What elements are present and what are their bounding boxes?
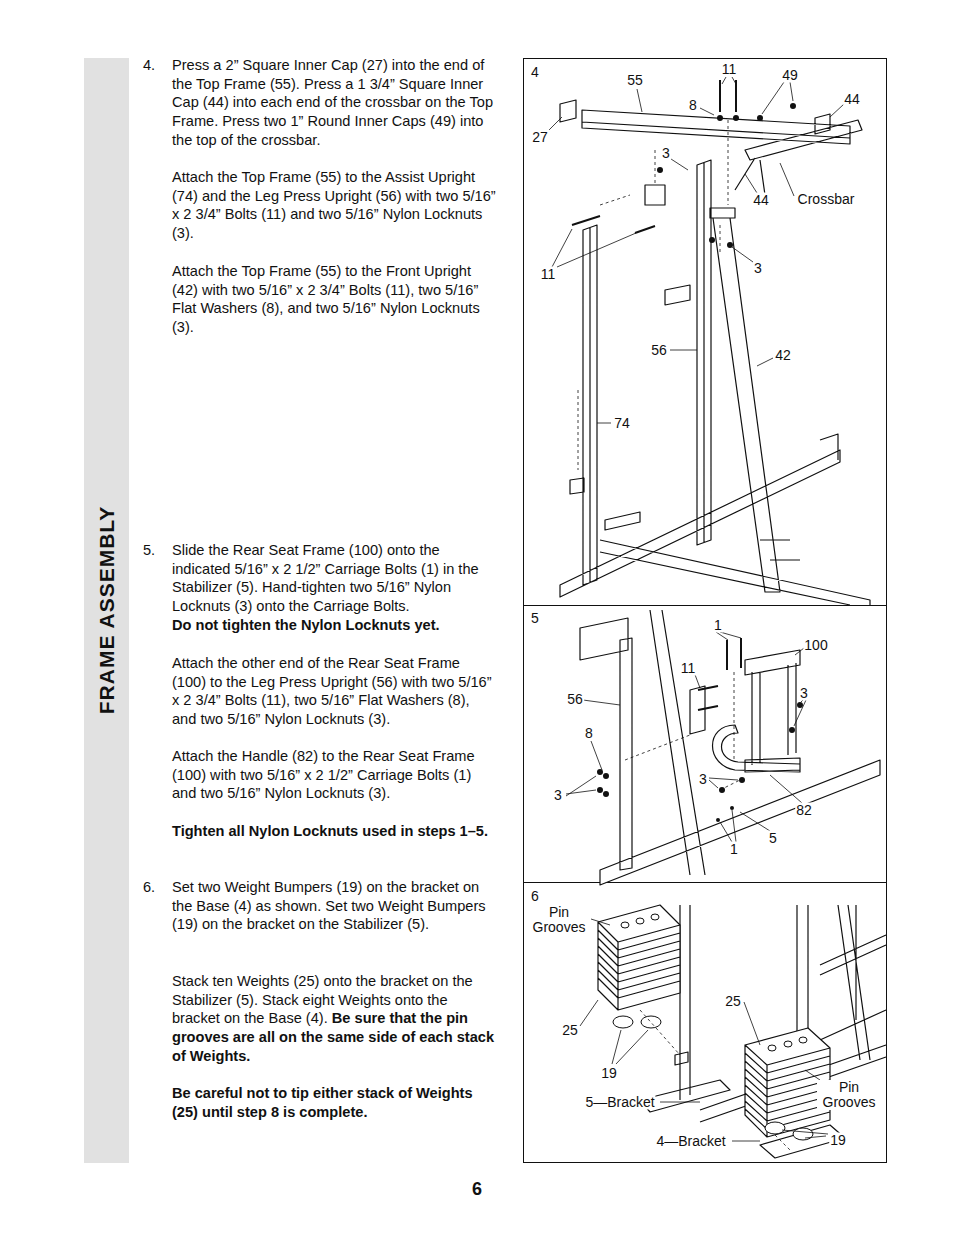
callout-number: 82 bbox=[795, 803, 813, 818]
figure-number: 5 bbox=[530, 611, 540, 626]
instruction-paragraph: Tighten all Nylon Locknuts used in steps… bbox=[172, 822, 497, 841]
warning-text: Be careful not to tip either stack of We… bbox=[172, 1085, 473, 1120]
callout-number: 56 bbox=[650, 343, 668, 358]
instruction-paragraph: Press a 2” Square Inner Cap (27) into th… bbox=[172, 56, 497, 150]
callout-number: 1 bbox=[729, 842, 739, 857]
section-title: FRAME ASSEMBLY bbox=[95, 506, 119, 714]
callout-number: 5 bbox=[768, 831, 778, 846]
callout-number: 19 bbox=[829, 1133, 847, 1148]
callout-number: 55 bbox=[626, 73, 644, 88]
instruction-paragraph: Attach the Handle (82) to the Rear Seat … bbox=[172, 747, 497, 803]
callout-number: 8 bbox=[584, 726, 594, 741]
sidebar-band bbox=[84, 58, 129, 1163]
callout-number: 56 bbox=[566, 692, 584, 707]
page-number: 6 bbox=[472, 1179, 482, 1200]
callout-number: 25 bbox=[724, 994, 742, 1009]
part-label: Pin Grooves bbox=[817, 1080, 881, 1110]
figure-number: 6 bbox=[530, 889, 540, 904]
instruction-text: Attach the Top Frame (55) to the Front U… bbox=[172, 263, 480, 335]
callout-number: 19 bbox=[600, 1066, 618, 1081]
instruction-paragraph: Slide the Rear Seat Frame (100) onto the… bbox=[172, 541, 497, 635]
leader-lines bbox=[580, 919, 828, 1141]
part-label: 4—Bracket bbox=[655, 1134, 726, 1149]
alignment-dashes bbox=[578, 120, 728, 470]
step-number: 5. bbox=[143, 541, 155, 560]
instruction-paragraph: Set two Weight Bumpers (19) on the brack… bbox=[172, 878, 497, 934]
instruction-paragraph: Attach the Top Frame (55) to the Front U… bbox=[172, 262, 497, 337]
callout-number: 11 bbox=[540, 267, 557, 282]
callout-number: 42 bbox=[774, 348, 792, 363]
callout-number: 27 bbox=[531, 130, 549, 145]
alignment-dashes bbox=[640, 1010, 790, 1150]
leader-lines bbox=[548, 77, 844, 423]
callout-number: 3 bbox=[753, 261, 763, 276]
instruction-paragraph: Attach the Top Frame (55) to the Assist … bbox=[172, 168, 497, 243]
bolt-drawing bbox=[698, 638, 741, 710]
instruction-text: Slide the Rear Seat Frame (100) onto the… bbox=[172, 542, 479, 614]
callout-number: 49 bbox=[781, 68, 799, 83]
part-dots bbox=[657, 103, 796, 248]
callout-number: 44 bbox=[843, 92, 861, 107]
callout-number: 3 bbox=[799, 686, 809, 701]
figure-panel bbox=[524, 59, 887, 606]
callout-number: 1 bbox=[713, 618, 723, 633]
part-dots bbox=[597, 702, 803, 822]
frame-drawing bbox=[560, 100, 870, 605]
step-number: 6. bbox=[143, 878, 155, 897]
part-label: Pin Grooves bbox=[527, 905, 591, 935]
warning-text: Do not tighten the Nylon Locknuts yet. bbox=[172, 616, 497, 635]
instruction-text: Set two Weight Bumpers (19) on the brack… bbox=[172, 879, 486, 932]
instruction-text: Attach the other end of the Rear Seat Fr… bbox=[172, 655, 492, 727]
callout-number: 8 bbox=[688, 98, 698, 113]
callout-number: 3 bbox=[698, 772, 708, 787]
part-label: 5—Bracket bbox=[584, 1095, 655, 1110]
warning-text: Tighten all Nylon Locknuts used in steps… bbox=[172, 823, 488, 839]
callout-number: 3 bbox=[553, 788, 563, 803]
instruction-text: Press a 2” Square Inner Cap (27) into th… bbox=[172, 57, 493, 148]
frame-drawing bbox=[580, 610, 880, 885]
callout-number: 11 bbox=[680, 661, 697, 676]
callout-number: 74 bbox=[613, 416, 631, 431]
callout-number: 100 bbox=[803, 638, 828, 653]
leader-lines bbox=[566, 632, 806, 842]
instruction-text: Attach the Handle (82) to the Rear Seat … bbox=[172, 748, 475, 801]
callout-number: 44 bbox=[752, 193, 770, 208]
callout-number: 25 bbox=[561, 1023, 579, 1038]
figure-panel bbox=[524, 883, 887, 1163]
bolt-drawing bbox=[572, 80, 736, 233]
alignment-dashes bbox=[625, 672, 740, 790]
instruction-paragraph: Stack ten Weights (25) onto the bracket … bbox=[172, 972, 497, 1066]
instruction-paragraph: Be careful not to tip either stack of We… bbox=[172, 1084, 497, 1121]
figure-number: 4 bbox=[530, 65, 540, 80]
instruction-paragraph: Attach the other end of the Rear Seat Fr… bbox=[172, 654, 497, 729]
instruction-text: Attach the Top Frame (55) to the Assist … bbox=[172, 169, 496, 241]
step-number: 4. bbox=[143, 56, 155, 75]
part-label: Crossbar bbox=[797, 192, 856, 207]
callout-number: 3 bbox=[661, 146, 671, 161]
callout-number: 11 bbox=[721, 62, 738, 77]
